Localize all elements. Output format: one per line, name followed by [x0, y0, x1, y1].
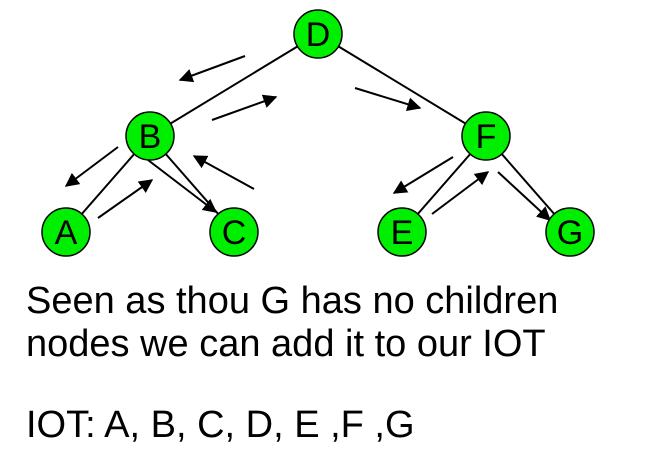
node-circle	[209, 207, 259, 257]
iot-result: IOT: A, B, C, D, E ,F ,G	[26, 404, 415, 447]
traversal-arrow	[354, 87, 422, 111]
node-F: F	[461, 111, 511, 161]
node-label: F	[476, 118, 497, 156]
node-circle	[125, 111, 175, 161]
traversal-arrow	[431, 171, 490, 215]
edge-D-B	[149, 33, 319, 137]
traversal-arrow	[97, 179, 154, 219]
node-C: C	[209, 207, 259, 257]
caption-line-1: Seen as thou G has no children	[26, 280, 559, 322]
caption-line-2: nodes we can add it to our IOT	[26, 323, 546, 365]
node-circle	[293, 9, 343, 59]
node-circle	[41, 207, 91, 257]
node-G: G	[545, 207, 595, 257]
node-label: C	[222, 214, 247, 252]
traversal-arrow	[192, 155, 255, 190]
node-circle	[377, 207, 427, 257]
node-label: E	[391, 214, 414, 252]
traversal-arrow	[392, 156, 454, 194]
tree-nodes: D B F A C E G	[41, 9, 595, 257]
node-label: D	[306, 16, 331, 54]
binary-tree-diagram: D B F A C E G	[41, 9, 595, 257]
node-label: A	[55, 214, 78, 252]
node-D: D	[293, 9, 343, 59]
traversal-arrow	[211, 94, 278, 121]
traversal-arrow	[147, 159, 218, 213]
node-circle	[461, 111, 511, 161]
iot-label: IOT:	[26, 404, 96, 446]
edge-D-F	[317, 33, 487, 137]
traversal-arrows	[64, 55, 552, 221]
traversal-arrow	[64, 146, 119, 187]
node-label: G	[557, 214, 583, 252]
iot-sequence: A, B, C, D, E ,F ,G	[104, 404, 415, 446]
traversal-arrow	[178, 55, 246, 83]
node-B: B	[125, 111, 175, 161]
node-circle	[545, 207, 595, 257]
node-E: E	[377, 207, 427, 257]
node-A: A	[41, 207, 91, 257]
traversal-arrow	[497, 171, 552, 221]
node-label: B	[139, 118, 162, 156]
